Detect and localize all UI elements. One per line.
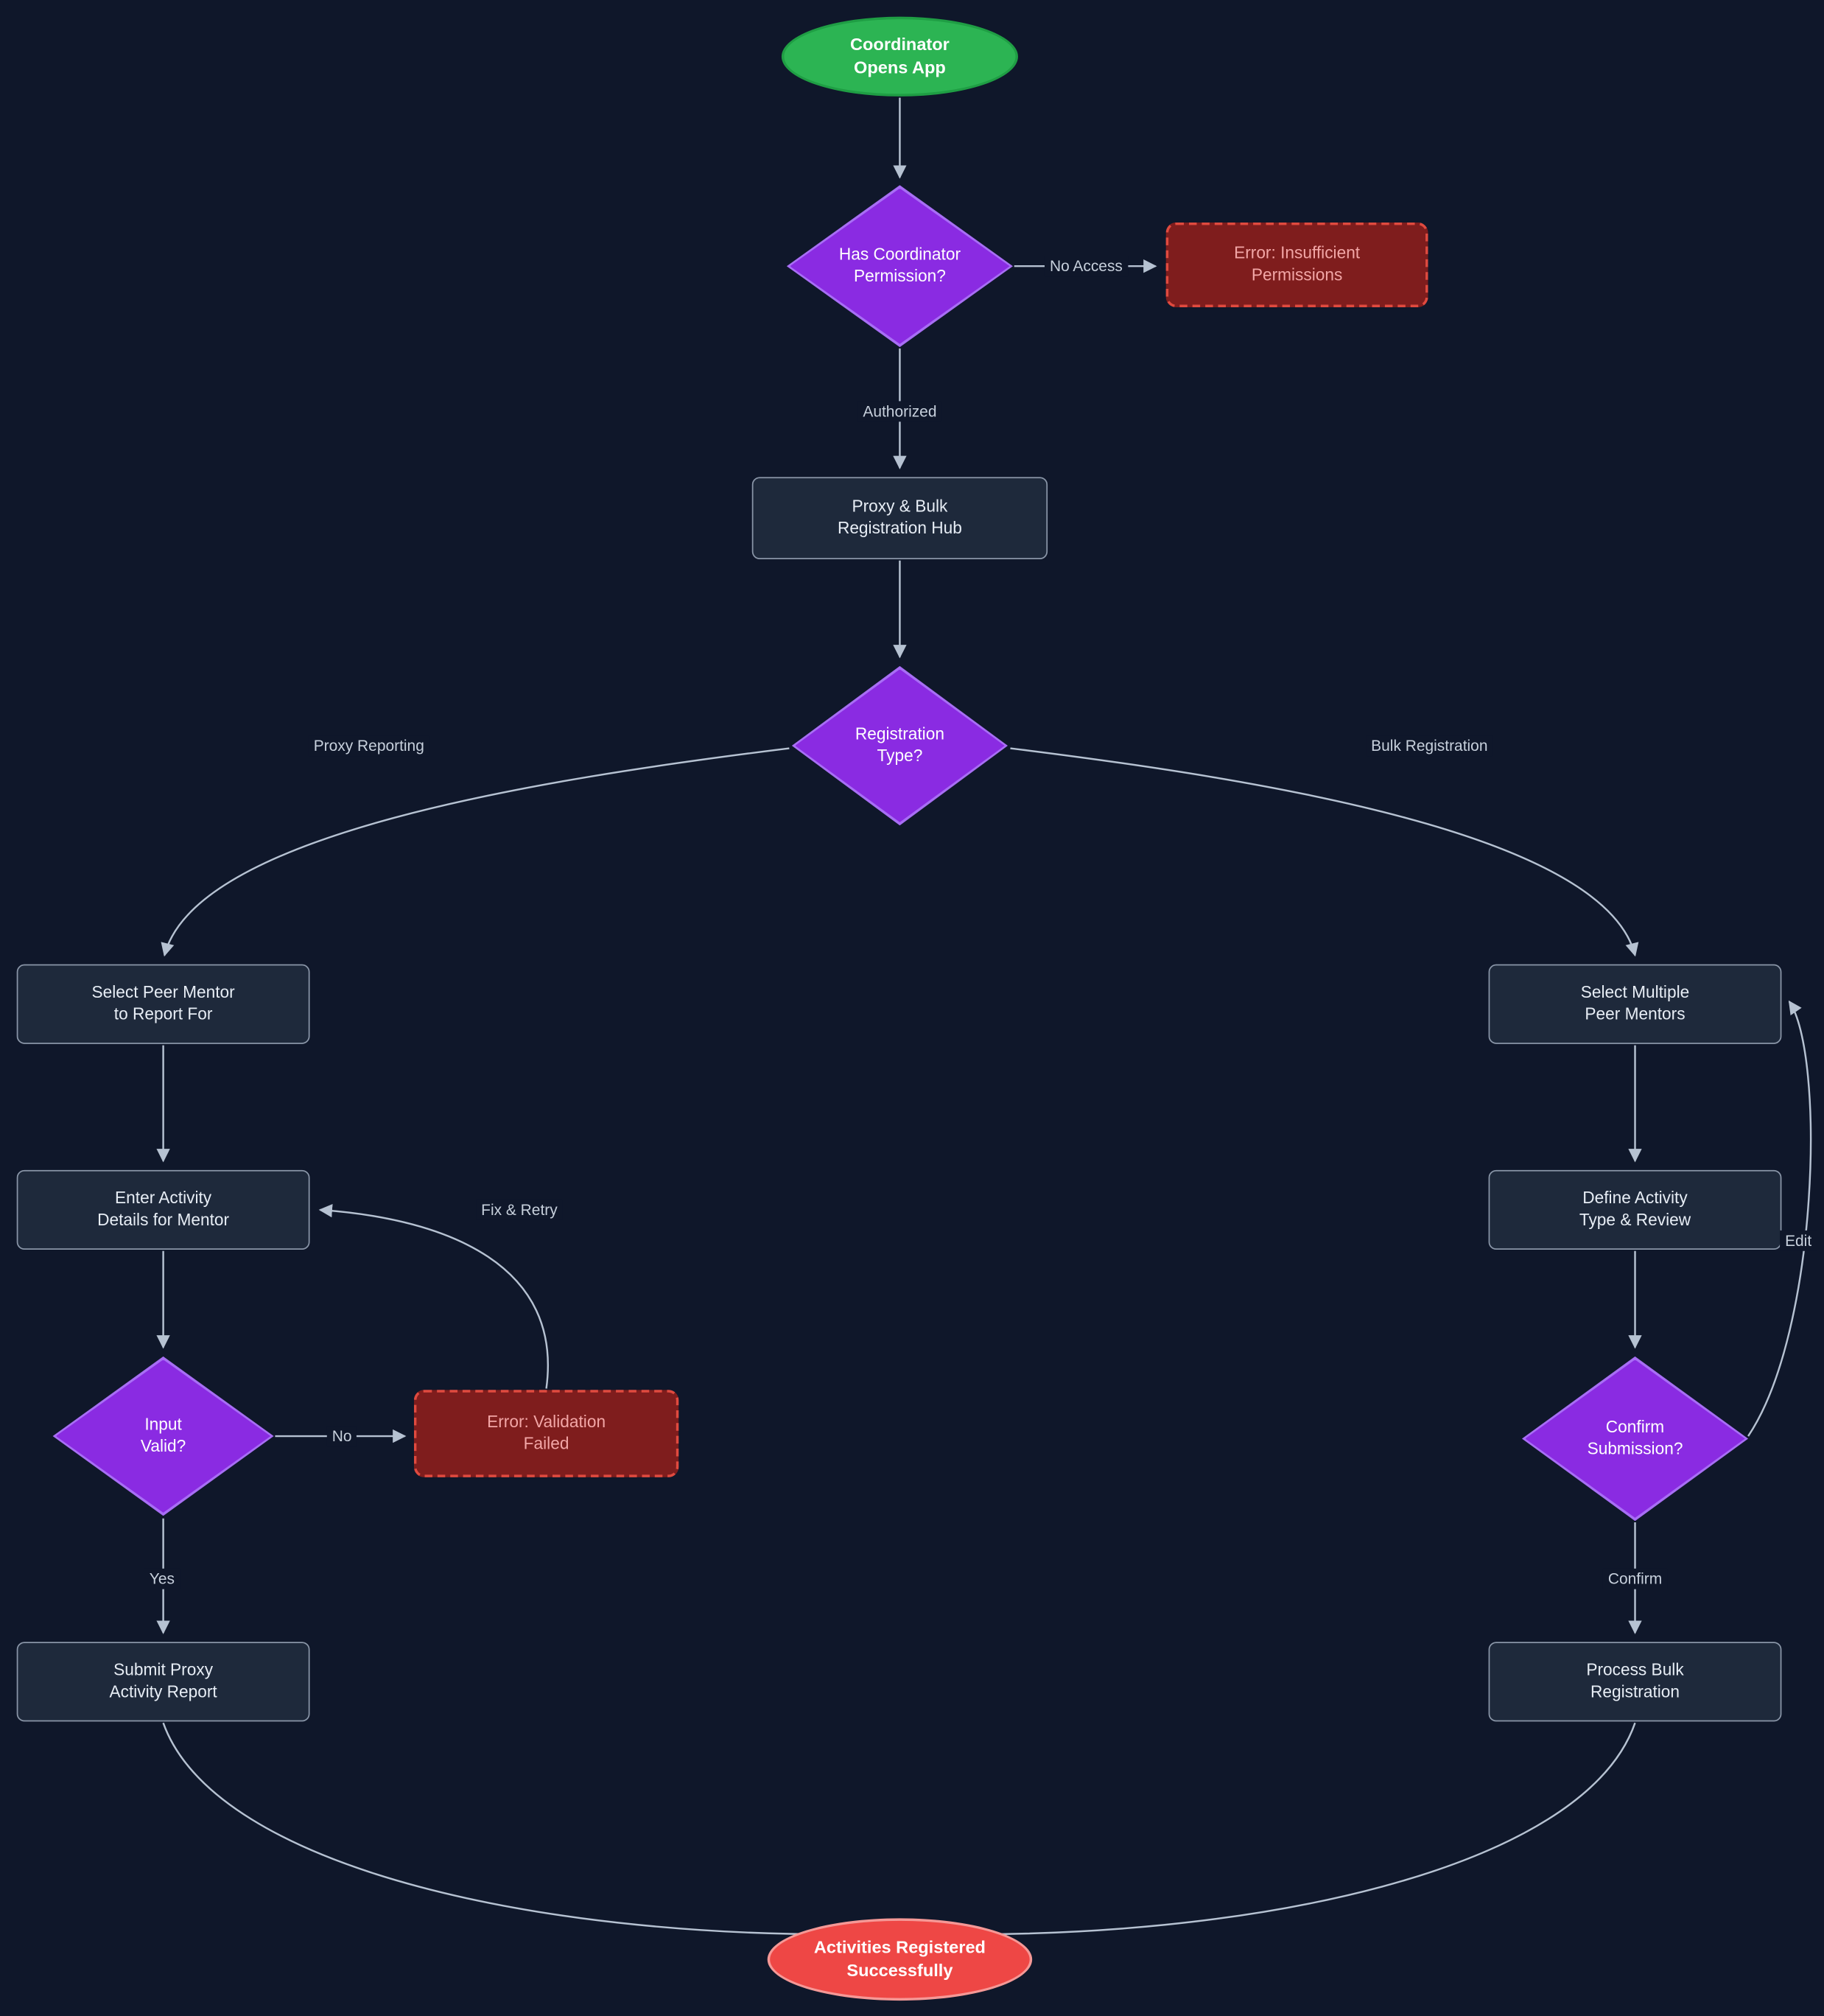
node-define-activity-type: Define Activity Type & Review: [1488, 1169, 1782, 1250]
node-select-peer-mentor-label: Select Peer Mentor to Report For: [91, 982, 235, 1023]
node-error-validation: Error: Validation Failed: [413, 1390, 679, 1477]
edge-confirm-to-select-multiple: [1747, 1000, 1812, 1437]
node-permission-check: Has Coordinator Permission?: [786, 185, 1013, 348]
node-end: Activities Registered Successfully: [767, 1918, 1033, 2001]
edge-label-bulk-registration: Bulk Registration: [1366, 735, 1493, 757]
node-registration-hub-label: Proxy & Bulk Registration Hub: [837, 496, 962, 538]
node-define-activity-type-label: Define Activity Type & Review: [1579, 1188, 1691, 1230]
node-enter-activity-details-label: Enter Activity Details for Mentor: [97, 1188, 230, 1230]
node-select-peer-mentor: Select Peer Mentor to Report For: [16, 964, 310, 1044]
node-enter-activity-details: Enter Activity Details for Mentor: [16, 1169, 310, 1250]
edge-submit-proxy-to-end: [162, 1722, 883, 1941]
node-registration-type-label: Registration Type?: [855, 724, 944, 766]
node-confirm-submission: Confirm Submission?: [1521, 1356, 1749, 1522]
node-registration-type: Registration Type?: [791, 665, 1009, 826]
node-confirm-submission-label: Confirm Submission?: [1587, 1417, 1683, 1458]
node-process-bulk-registration-label: Process Bulk Registration: [1586, 1659, 1684, 1701]
edge-error-validation-to-enter-details: [318, 1203, 549, 1389]
node-input-valid: Input Valid?: [52, 1356, 274, 1516]
node-registration-hub: Proxy & Bulk Registration Hub: [751, 477, 1048, 560]
node-process-bulk-registration: Process Bulk Registration: [1488, 1642, 1782, 1722]
node-select-multiple-mentors-label: Select Multiple Peer Mentors: [1580, 982, 1690, 1023]
node-submit-proxy-report: Submit Proxy Activity Report: [16, 1642, 310, 1722]
node-permission-check-label: Has Coordinator Permission?: [838, 244, 961, 286]
edge-label-proxy-reporting: Proxy Reporting: [308, 735, 429, 757]
node-start-label: Coordinator Opens App: [850, 35, 950, 77]
edge-label-fix-retry: Fix & Retry: [476, 1199, 563, 1220]
edge-regtype-to-select-multiple: [1010, 747, 1639, 957]
node-error-permissions-label: Error: Insufficient Permissions: [1234, 242, 1361, 284]
node-start: Coordinator Opens App: [781, 16, 1018, 97]
edge-label-authorized: Authorized: [857, 401, 942, 422]
node-error-validation-label: Error: Validation Failed: [487, 1412, 606, 1453]
edge-label-edit: Edit: [1780, 1230, 1817, 1251]
node-end-label: Activities Registered Successfully: [813, 1938, 986, 1981]
node-select-multiple-mentors: Select Multiple Peer Mentors: [1488, 964, 1782, 1044]
node-error-permissions: Error: Insufficient Permissions: [1165, 222, 1428, 308]
edge-process-bulk-to-end: [922, 1722, 1636, 1941]
edge-label-yes: Yes: [144, 1568, 180, 1589]
node-input-valid-label: Input Valid?: [140, 1414, 186, 1456]
edge-label-no-access: No Access: [1044, 256, 1128, 277]
node-submit-proxy-report-label: Submit Proxy Activity Report: [109, 1659, 217, 1701]
edge-regtype-to-select-mentor: [161, 747, 790, 957]
edge-label-no: No: [326, 1426, 357, 1447]
edge-label-confirm: Confirm: [1602, 1568, 1668, 1589]
